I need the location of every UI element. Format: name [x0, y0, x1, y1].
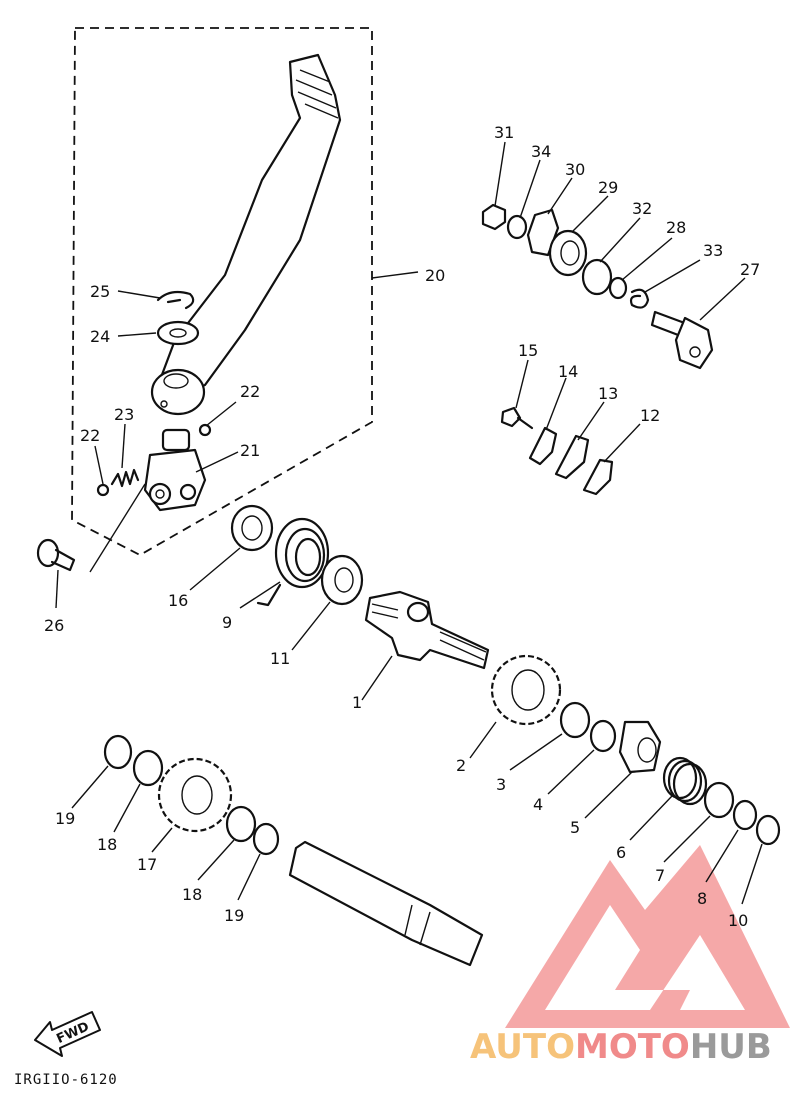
circlip-10 — [755, 814, 781, 846]
bolt-26 — [36, 538, 76, 572]
bolt-15 — [500, 406, 534, 430]
callout-labels: 31 34 30 29 32 28 33 27 20 25 24 22 22 2… — [44, 123, 760, 930]
callout-20: 20 — [425, 266, 445, 285]
callout-19-left: 19 — [55, 809, 75, 828]
callout-18-right: 18 — [182, 885, 202, 904]
callout-19-right: 19 — [224, 906, 244, 925]
callout-9: 9 — [222, 613, 232, 632]
circlip-25 — [156, 290, 195, 310]
washer-32 — [581, 258, 613, 296]
circlip-19-right — [252, 822, 280, 856]
plate-13 — [554, 434, 590, 480]
callout-27: 27 — [740, 260, 760, 279]
plate-14 — [528, 426, 558, 466]
stopper-group — [500, 406, 614, 496]
washer-18-left — [132, 749, 164, 787]
callout-10: 10 — [728, 911, 748, 930]
spring-33 — [629, 288, 650, 309]
callout-8: 8 — [697, 889, 707, 908]
callout-16: 16 — [168, 591, 188, 610]
torsion-spring-9 — [256, 517, 330, 607]
washer-24 — [156, 320, 200, 346]
oil-seal-16 — [230, 504, 274, 552]
kick-lever — [150, 53, 342, 416]
watermark-word-auto: AUTO — [470, 1027, 575, 1067]
ratchet-5 — [618, 720, 662, 774]
callout-32: 32 — [632, 199, 652, 218]
ratchet-group — [481, 203, 714, 370]
callout-13: 13 — [598, 384, 618, 403]
washer-8 — [732, 799, 758, 831]
callout-31: 31 — [494, 123, 514, 142]
fwd-arrow-icon: FWD — [34, 1011, 101, 1057]
callout-29: 29 — [598, 178, 618, 197]
callout-7: 7 — [655, 866, 665, 885]
watermark-word-hub: HUB — [690, 1027, 772, 1067]
spring-6 — [662, 756, 708, 806]
callout-2: 2 — [456, 756, 466, 775]
callout-1: 1 — [352, 693, 362, 712]
callout-28: 28 — [666, 218, 686, 237]
guide-12 — [582, 458, 614, 496]
leader-lines — [55, 141, 763, 905]
watermark-triangle-mark — [505, 845, 790, 1028]
callout-18-left: 18 — [97, 835, 117, 854]
callout-11: 11 — [270, 649, 290, 668]
circlip-4 — [589, 719, 617, 753]
callout-12: 12 — [640, 406, 660, 425]
callout-24: 24 — [90, 327, 110, 346]
watermark-logo — [505, 845, 790, 1028]
callout-23: 23 — [114, 405, 134, 424]
callout-26: 26 — [44, 616, 64, 635]
clip-28 — [608, 276, 628, 300]
circlip-19-left — [103, 734, 133, 770]
callout-15: 15 — [518, 341, 538, 360]
spring-23 — [110, 468, 140, 488]
ball-22-left — [96, 483, 110, 497]
watermark-wordmark: AUTOMOTOHUB — [470, 1027, 772, 1067]
callout-3: 3 — [496, 775, 506, 794]
washer-34 — [506, 214, 528, 240]
ball-22-right — [198, 423, 212, 437]
kick-axle-1 — [364, 590, 490, 670]
spacer-11 — [320, 554, 364, 606]
callout-33: 33 — [703, 241, 723, 260]
assembly-boundary-20 — [71, 27, 373, 557]
callout-30: 30 — [565, 160, 585, 179]
watermark-word-moto: MOTO — [575, 1027, 690, 1067]
callout-22-left: 22 — [80, 426, 100, 445]
washer-3 — [559, 701, 591, 739]
callout-17: 17 — [137, 855, 157, 874]
kick-boss-21 — [143, 428, 207, 512]
callout-14: 14 — [558, 362, 578, 381]
kick-gear-2 — [490, 654, 562, 726]
washer-18-right — [225, 805, 257, 843]
bearing-29 — [548, 229, 588, 277]
shaft-27 — [650, 310, 714, 370]
callout-6: 6 — [616, 843, 626, 862]
idle-shaft — [288, 840, 484, 967]
part-code: IRGIIO-6120 — [14, 1072, 118, 1088]
callout-34: 34 — [531, 142, 551, 161]
callout-5: 5 — [570, 818, 580, 837]
washer-7 — [703, 781, 735, 819]
callout-25: 25 — [90, 282, 110, 301]
nut-31 — [481, 203, 507, 231]
callout-21: 21 — [240, 441, 260, 460]
callout-4: 4 — [533, 795, 543, 814]
callout-22-right: 22 — [240, 382, 260, 401]
idle-gear-17 — [157, 757, 233, 833]
